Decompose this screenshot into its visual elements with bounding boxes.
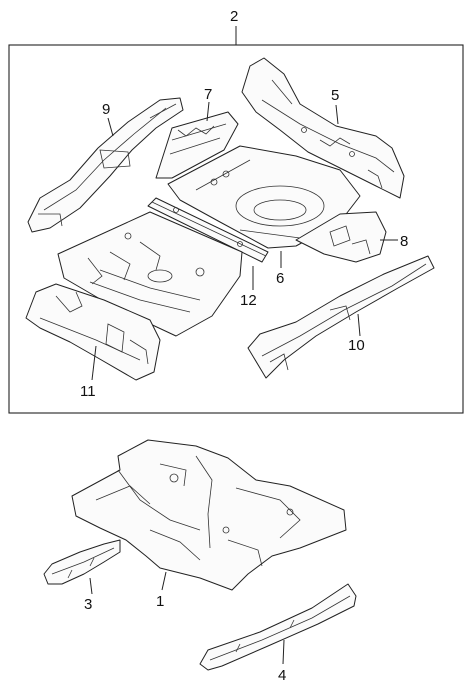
- callout-6: 6: [276, 270, 284, 287]
- part-11-cross-member: [25, 283, 161, 381]
- part-8-floor-extension: [295, 211, 387, 263]
- leader-3: [89, 577, 93, 595]
- callout-4: 4: [278, 667, 286, 684]
- leader-11: [91, 345, 97, 381]
- leader-10: [357, 313, 361, 337]
- part-7-cross-member: [155, 111, 239, 179]
- part-3-side-sill: [43, 539, 121, 585]
- part-5-rear-panel: [241, 57, 405, 199]
- callout-5: 5: [331, 87, 339, 104]
- callout-2: 2: [230, 8, 238, 25]
- callout-12: 12: [240, 292, 257, 309]
- rear-floor-front-section: [57, 211, 243, 337]
- part-12-cross-bar: [147, 197, 269, 263]
- leader-9: [107, 117, 114, 137]
- callout-7: 7: [204, 86, 212, 103]
- leader-4: [282, 639, 285, 665]
- callout-3: 3: [84, 596, 92, 613]
- part-9-side-member: [27, 97, 184, 233]
- callout-11: 11: [80, 383, 96, 400]
- leader-1: [161, 571, 167, 591]
- leader-5: [335, 104, 339, 125]
- part-4-side-sill: [199, 583, 357, 671]
- part-10-side-member: [247, 255, 435, 379]
- callout-1: 1: [156, 593, 164, 610]
- part-1-front-floor-panel: [71, 439, 347, 591]
- callout-9: 9: [102, 101, 110, 118]
- leader-7: [206, 101, 210, 122]
- callout-8: 8: [400, 233, 408, 250]
- callout-10: 10: [348, 337, 365, 354]
